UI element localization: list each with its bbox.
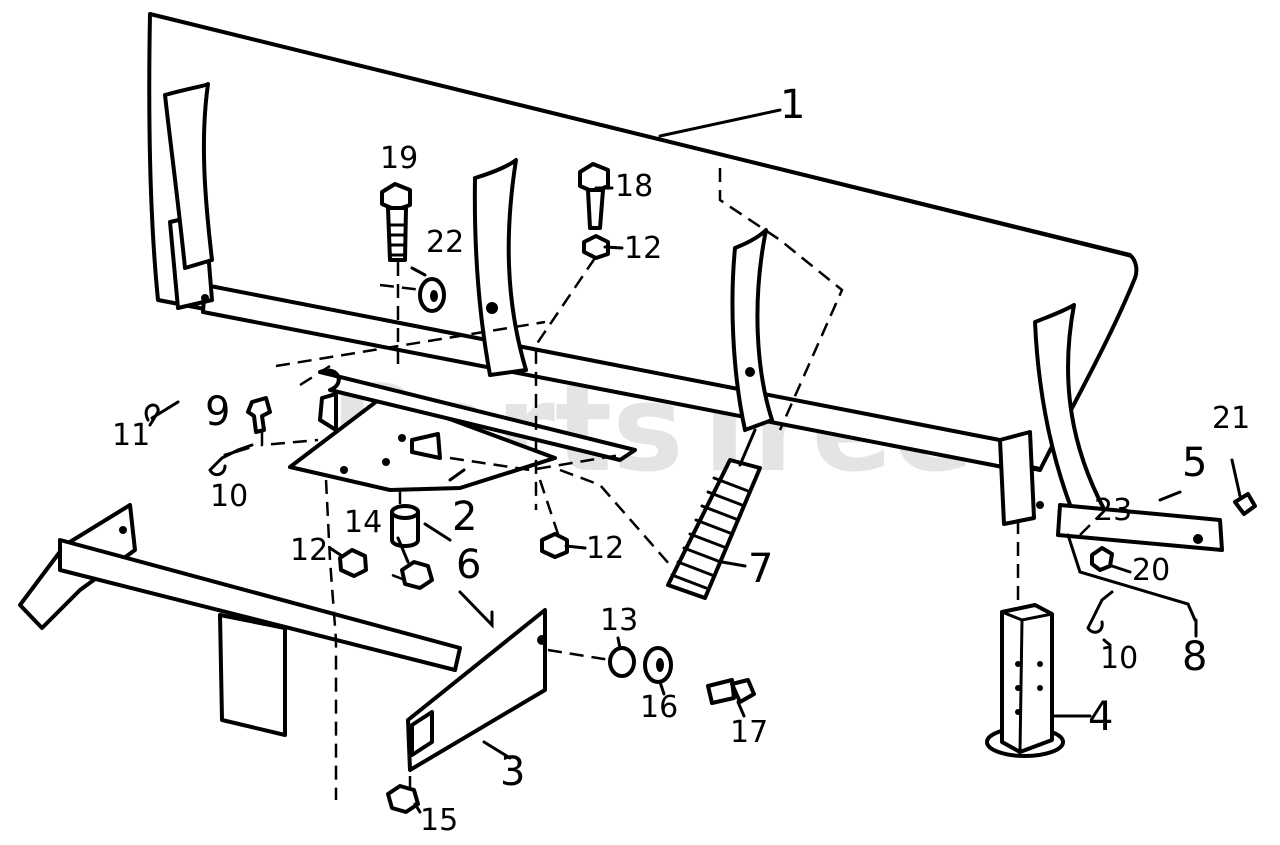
- callout-2: 2: [452, 494, 477, 540]
- part-spacer-13: [608, 646, 636, 678]
- part-stand: [985, 603, 1065, 758]
- part-blade: [147, 12, 1139, 532]
- part-nut-14: [400, 560, 434, 590]
- callout-7: 7: [748, 546, 773, 592]
- callout-1: 1: [780, 82, 805, 128]
- callout-4: 4: [1088, 694, 1113, 740]
- callout-6: 6: [456, 542, 481, 588]
- part-clip-11: [144, 403, 160, 427]
- callout-19: 19: [380, 141, 418, 176]
- callout-15: 15: [420, 803, 458, 838]
- callout-11: 11: [112, 418, 150, 453]
- part-nut-12-bottom: [540, 532, 569, 559]
- callout-23: 23: [1094, 493, 1132, 528]
- callout-17: 17: [730, 715, 768, 750]
- part-bolt-19: [380, 182, 412, 262]
- part-bolt-18: [578, 162, 610, 230]
- part-pin-21: [1233, 492, 1257, 516]
- callout-12-left: 12: [290, 533, 328, 568]
- callout-21: 21: [1212, 401, 1250, 436]
- callout-20: 20: [1132, 553, 1170, 588]
- part-bushing: [390, 504, 420, 548]
- part-washer-22: [418, 277, 446, 313]
- callout-13: 13: [600, 603, 638, 638]
- part-nut-20: [1090, 546, 1114, 572]
- part-washer-16: [643, 646, 673, 684]
- part-frame-bracket: [18, 503, 547, 772]
- part-clip-10-right: [1086, 590, 1114, 634]
- callout-12-bottom: 12: [586, 531, 624, 566]
- part-pivot-plate: [288, 392, 557, 492]
- callout-22: 22: [426, 225, 464, 260]
- callout-5: 5: [1182, 440, 1207, 486]
- part-rod-8: [1066, 533, 1197, 622]
- leader-lines: [150, 108, 1242, 814]
- part-bolt-17: [706, 678, 756, 705]
- part-nut-12-left: [338, 548, 368, 578]
- callout-8: 8: [1182, 634, 1207, 680]
- callout-18: 18: [615, 169, 653, 204]
- part-spring: [666, 428, 762, 600]
- callout-12-top: 12: [624, 231, 662, 266]
- callout-10-left: 10: [210, 479, 248, 514]
- part-pin-9: [246, 396, 272, 434]
- callout-14: 14: [344, 505, 382, 540]
- part-nut-15: [386, 784, 420, 814]
- callout-3: 3: [500, 749, 525, 795]
- part-nut-12-top: [582, 234, 610, 260]
- callout-10-right: 10: [1100, 641, 1138, 676]
- callout-9: 9: [205, 389, 230, 435]
- callout-labels: 1 2 3 4 5 6 7 8 9 10 10 11 12 12 12 13 1…: [112, 82, 1250, 838]
- callout-16: 16: [640, 690, 678, 725]
